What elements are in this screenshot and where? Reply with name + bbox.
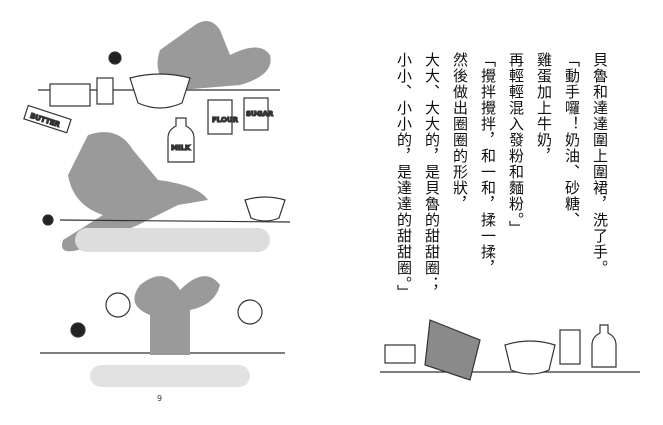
dog-bottom xyxy=(134,276,220,355)
sugar-jar xyxy=(243,97,269,131)
milk-bottle xyxy=(167,117,195,163)
dog-middle xyxy=(62,132,208,252)
story-text: 貝魯和達達圍上圍裙，洗了手。 「動手囉！奶油、砂糖、 雞蛋加上牛奶， 再輕輕混入… xyxy=(384,52,614,312)
sugar-label: SUGAR xyxy=(246,110,274,118)
story-line: 然後做出圈圈的形狀， xyxy=(451,52,469,212)
story-line: 貝魯和達達圍上圍裙，洗了手。 xyxy=(591,52,609,276)
story-line: 「動手囉！奶油、砂糖、 xyxy=(563,52,581,228)
flour-label: FLOUR xyxy=(212,116,239,124)
butter-box xyxy=(23,104,72,134)
page-number: 9 xyxy=(157,394,163,403)
dog-top xyxy=(157,21,271,90)
story-line: 大大、大大的，是貝魯的甜甜圈； xyxy=(423,52,441,292)
story-line: 「攪拌攪拌，和一和，揉一揉， xyxy=(479,52,497,276)
milk-label: MILK xyxy=(171,144,191,152)
story-line: 雞蛋加上牛奶， xyxy=(535,52,553,164)
story-line: 再輕輕混入發粉和麵粉。」 xyxy=(507,52,525,237)
flour-box xyxy=(207,99,233,135)
story-line: 小小、小小的，是達達的甜甜圈。」 xyxy=(395,52,413,301)
